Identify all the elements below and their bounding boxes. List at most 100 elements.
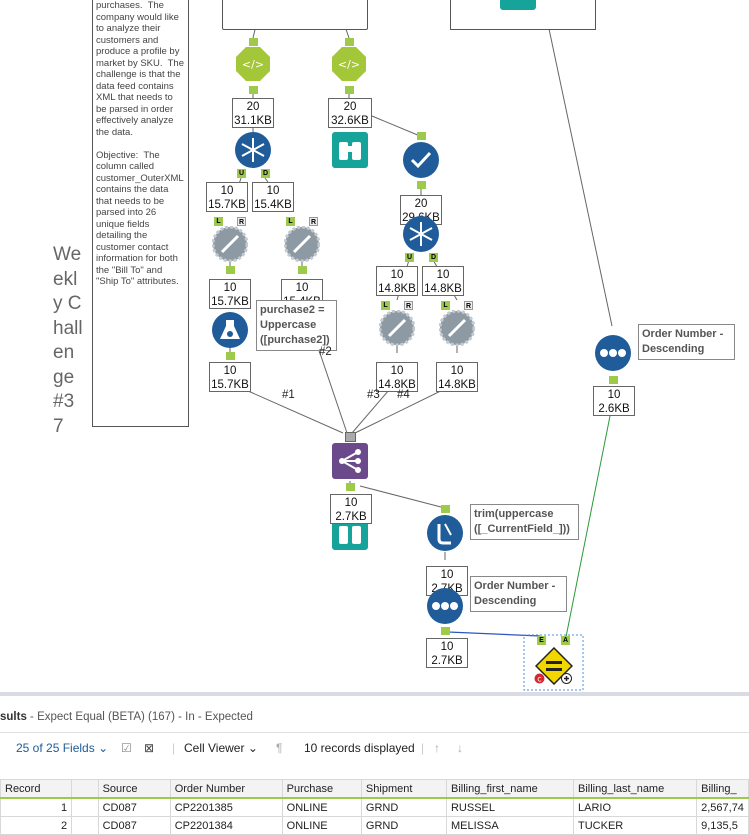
join-tool-icon[interactable] [403,216,439,252]
close-box-icon[interactable]: ⊠ [144,741,155,755]
table-cell[interactable]: GRND [360,816,447,835]
join-tool-icon[interactable] [235,132,271,168]
output-anchor[interactable] [609,376,618,384]
sort-annotation[interactable]: Order Number - Descending [470,576,567,612]
anchor-r[interactable]: R [309,217,318,226]
column-header[interactable]: Billing_last_name [572,779,698,799]
table-cell[interactable]: LARIO [572,797,698,817]
column-header[interactable] [71,779,99,799]
table-row[interactable]: 1 CD087 CP2201385 ONLINE GRND RUSSEL LAR… [0,797,749,817]
wire-label: #2 [319,346,332,358]
table-cell[interactable]: MELISSA [445,816,575,835]
expect-anchor-a[interactable]: A [561,636,570,645]
table-cell[interactable]: 2 [0,816,73,835]
output-anchor[interactable] [417,181,426,189]
column-header[interactable]: Purchase [281,779,362,799]
multi-field-formula-icon[interactable] [427,515,463,551]
join-anchor-d[interactable]: D [429,253,438,262]
table-cell[interactable]: CP2201384 [169,816,283,835]
union-input-anchor[interactable] [345,432,356,442]
anchor-l[interactable]: L [381,301,390,310]
input-anchor[interactable] [345,38,354,46]
browse-icon[interactable] [500,0,536,10]
output-anchor[interactable] [249,86,258,94]
anchor-r[interactable]: R [237,217,246,226]
check-icon[interactable]: ☑ [121,741,132,755]
sort-annotation[interactable]: Order Number - Descending [638,324,735,360]
record-id-tool-icon[interactable] [284,226,320,262]
join-anchor-u[interactable]: U [405,253,414,262]
output-anchor[interactable] [298,266,307,274]
anchor-r[interactable]: R [404,301,413,310]
workflow-canvas[interactable]: purchases. The company would like to ana… [0,0,749,692]
table-cell[interactable]: 2,567,74 [696,797,749,817]
column-header[interactable]: Shipment [360,779,447,799]
table-cell[interactable]: ONLINE [281,816,362,835]
table-cell[interactable]: 9,135,5 [696,816,749,835]
arrow-down-icon[interactable]: ↓ [457,741,463,755]
fields-dropdown[interactable]: 25 of 25 Fields ⌄ [16,741,108,755]
column-header[interactable]: Source [97,779,171,799]
expect-anchor-e[interactable]: E [537,636,546,645]
output-anchor[interactable] [346,483,355,491]
container-box-left[interactable] [222,0,368,30]
output-anchor[interactable] [226,266,235,274]
column-header[interactable]: Order Number [169,779,283,799]
results-title: sults - Expect Equal (BETA) (167) - In -… [0,711,253,723]
fields-label: 25 of 25 Fields [16,741,95,755]
union-tool-icon[interactable] [332,443,368,479]
table-cell[interactable] [71,797,99,817]
arrow-up-icon[interactable]: ↑ [434,741,440,755]
separator: | [172,741,176,755]
table-cell[interactable] [71,816,99,835]
record-id-tool-icon[interactable] [439,310,475,346]
formula-annotation[interactable]: purchase2 = Uppercase ([purchase2]) [256,300,337,351]
input-anchor[interactable] [441,505,450,513]
data-size: 14.8KB [424,283,462,295]
table-cell[interactable]: ONLINE [281,797,362,817]
column-header[interactable]: Record [0,779,73,799]
output-anchor[interactable] [441,627,450,635]
anchor-l[interactable]: L [286,217,295,226]
xml-parse-tool-icon[interactable]: </> [331,46,367,82]
output-anchor[interactable] [345,86,354,94]
join-anchor-d[interactable]: D [261,169,270,178]
browse-icon[interactable] [332,132,368,168]
table-cell[interactable]: 1 [0,797,73,817]
browse-icon[interactable] [332,524,368,550]
comment-box[interactable] [92,0,189,427]
column-header[interactable]: Billing_ [696,779,749,799]
record-count: 20 [246,101,260,113]
table-cell[interactable]: GRND [360,797,447,817]
table-cell[interactable]: CD087 [97,797,171,817]
record-id-tool-icon[interactable] [212,226,248,262]
paragraph-icon[interactable]: ¶ [276,741,283,755]
anchor-l[interactable]: L [441,301,450,310]
formula-tool-icon[interactable] [212,312,248,348]
table-cell[interactable]: CD087 [97,816,171,835]
output-anchor[interactable] [226,352,235,360]
record-count: 10 [450,365,464,377]
formula-annotation[interactable]: trim(uppercase ([_CurrentField_])) [470,504,579,540]
anchor-r[interactable]: R [464,301,473,310]
cell-viewer-dropdown[interactable]: Cell Viewer ⌄ [184,741,258,755]
select-tool-icon[interactable] [403,142,439,178]
sort-tool-icon[interactable] [427,588,463,624]
anchor-l[interactable]: L [214,217,223,226]
column-header[interactable]: Billing_first_name [445,779,575,799]
xml-parse-tool-icon[interactable]: </> [235,46,271,82]
sort-tool-icon[interactable] [595,335,631,371]
table-row[interactable]: 2 CD087 CP2201384 ONLINE GRND MELISSA TU… [0,816,749,835]
table-cell[interactable]: CP2201385 [169,797,283,817]
input-anchor[interactable] [417,132,426,140]
add-icon[interactable] [561,673,572,684]
table-cell[interactable]: RUSSEL [445,797,575,817]
input-anchor[interactable] [249,38,258,46]
join-anchor-u[interactable]: U [237,169,246,178]
results-subtitle: - Expect Equal (BETA) (167) - In - Expec… [26,711,253,723]
table-cell[interactable]: TUCKER [572,816,698,835]
record-id-tool-icon[interactable] [379,310,415,346]
